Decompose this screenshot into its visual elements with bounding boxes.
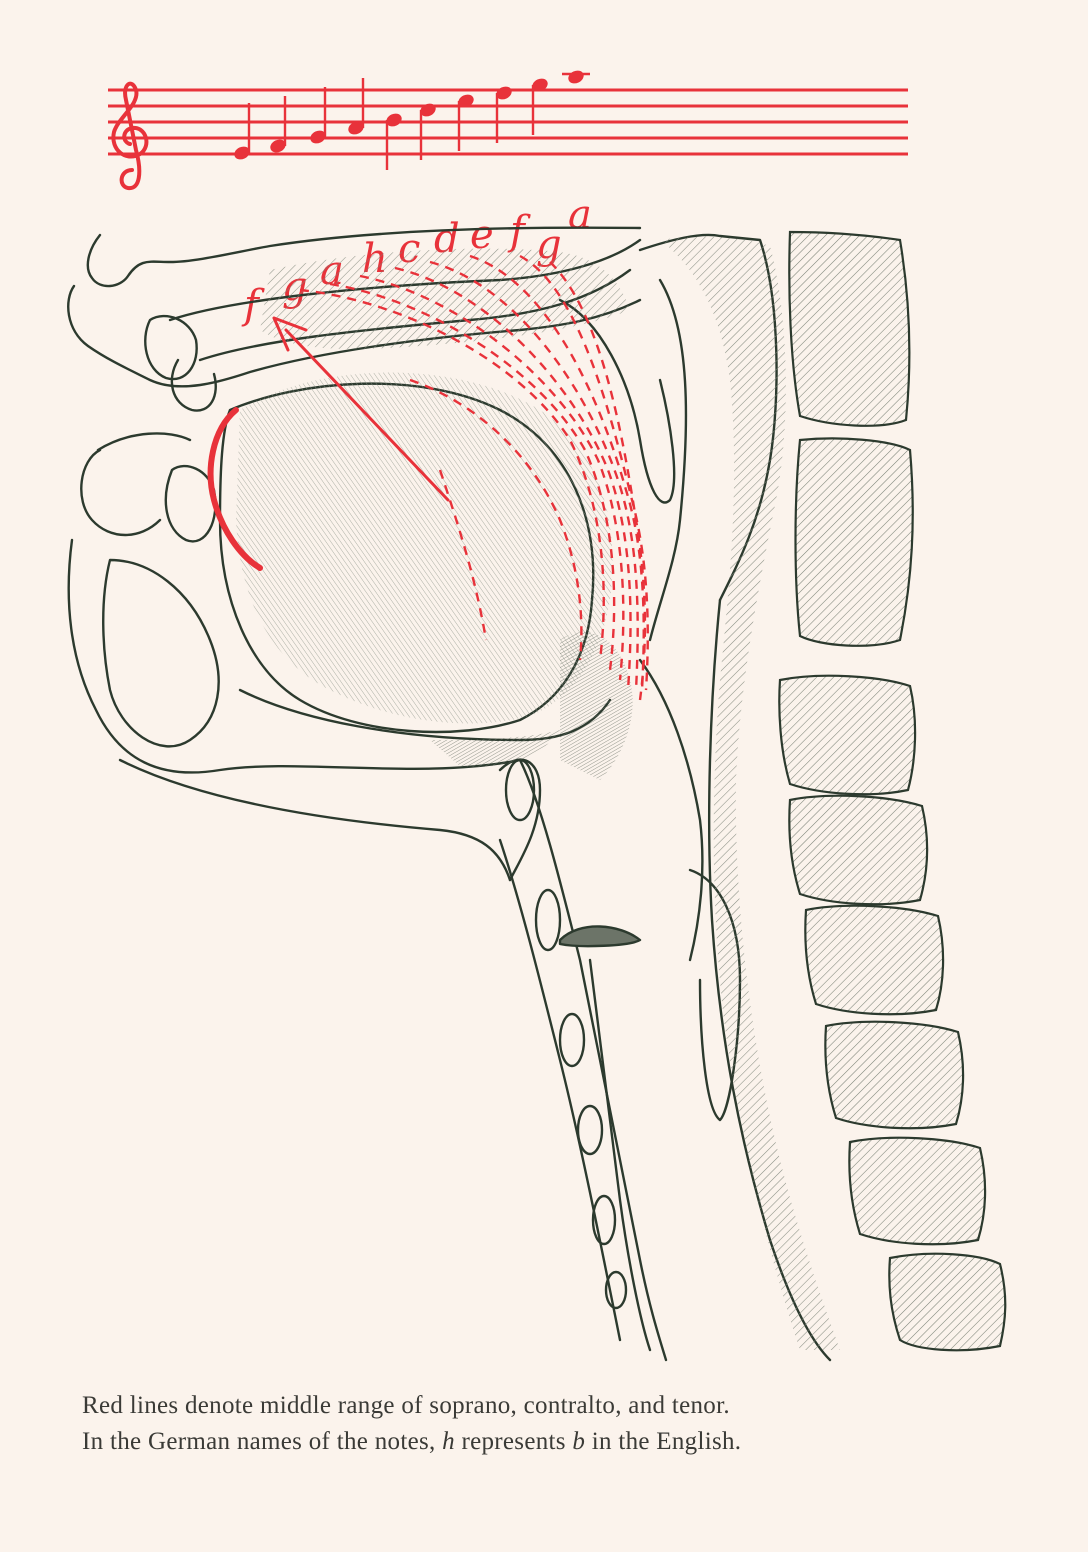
red-range-lines <box>299 254 649 701</box>
note-sequence <box>234 70 590 170</box>
arrow-icon <box>272 316 450 502</box>
quarter-note-icon <box>348 121 364 135</box>
cervical-spine <box>778 230 1007 1352</box>
quarter-note-icon <box>310 130 326 144</box>
caption-line-1: Red lines denote middle range of soprano… <box>82 1392 730 1419</box>
note-letter: f <box>241 282 265 328</box>
caption-line-2-part-2: represents <box>454 1428 573 1455</box>
hatched-tissue <box>236 236 840 1350</box>
treble-clef-icon <box>111 81 149 191</box>
caption-line-2-part-1: In the German names of the notes, <box>82 1428 443 1455</box>
quarter-note-icon <box>420 103 436 117</box>
quarter-note-icon <box>568 70 584 84</box>
quarter-note-icon <box>458 94 474 108</box>
note-letter: f <box>507 208 531 254</box>
red-tongue-curve <box>207 407 263 571</box>
caption-italic-b: b <box>572 1428 586 1455</box>
music-staff <box>108 88 908 156</box>
note-letter: e <box>470 212 494 258</box>
quarter-note-icon <box>234 146 250 160</box>
caption-line-2-part-3: in the English. <box>585 1428 742 1455</box>
note-letter: a <box>568 192 592 238</box>
caption-line-2: In the German names of the notes, h repr… <box>82 1424 1042 1460</box>
quarter-note-icon <box>496 86 512 100</box>
quarter-note-icon <box>386 113 402 127</box>
quarter-note-icon <box>270 139 286 153</box>
quarter-note-icon <box>532 78 548 92</box>
caption-italic-h: h <box>442 1428 455 1455</box>
figure-caption: Red lines denote middle range of soprano… <box>82 1388 1042 1460</box>
